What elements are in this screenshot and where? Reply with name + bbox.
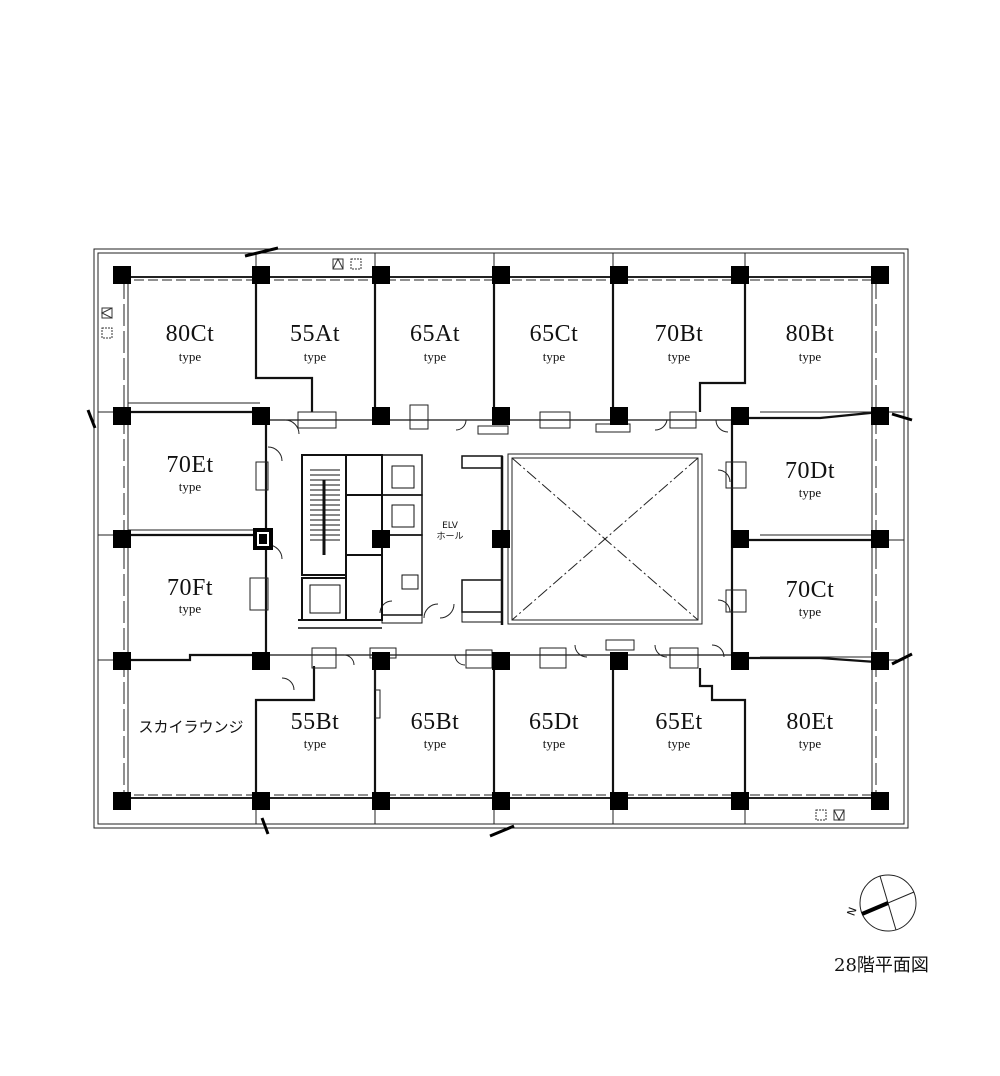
elv-hall-label-line1: ELV [442,521,458,531]
unit-label-80bt: 80Bt [785,321,835,347]
unit-label-55at: 55At [290,321,340,347]
balcony-partitions [86,246,913,838]
unit-label-70bt: 70Bt [654,321,704,347]
unit-type-80bt: type [798,349,822,364]
unit-type-70ft: type [178,601,202,616]
balcony-outline [93,248,909,829]
unit-type-55bt: type [303,736,327,751]
core-block [298,454,504,629]
unit-label-70ct: 70Ct [785,577,835,603]
unit-type-65bt: type [423,736,447,751]
unit-label-55bt: 55Bt [290,709,340,735]
unit-label-80et: 80Et [786,709,834,735]
unit-type-65at: type [423,349,447,364]
unit-label-65ct: 65Ct [529,321,579,347]
unit-type-65dt: type [542,736,566,751]
unit-label-70dt: 70Dt [785,458,835,484]
compass-rose [859,874,917,932]
unit-label-65bt: 65Bt [410,709,460,735]
unit-type-80et: type [798,736,822,751]
unit-label-80ct: 80Ct [165,321,215,347]
escape-hatch-markers [100,257,845,822]
structural-columns [113,266,889,810]
unit-type-70bt: type [667,349,691,364]
unit-type-70ct: type [798,604,822,619]
unit-label-65at: 65At [410,321,460,347]
sky-lounge-label: スカイラウンジ [138,718,244,736]
unit-type-80ct: type [178,349,202,364]
unit-label-70et: 70Et [166,452,214,478]
unit-type-65et: type [667,736,691,751]
unit-type-55at: type [303,349,327,364]
unit-label-70ft: 70Ft [166,575,213,601]
elv-hall-label-line2: ホール [436,532,464,542]
void-atrium [507,453,703,625]
unit-label-65et: 65Et [655,709,703,735]
unit-label-65dt: 65Dt [529,709,579,735]
unit-type-70dt: type [798,485,822,500]
unit-type-70et: type [178,479,202,494]
unit-type-65ct: type [542,349,566,364]
floor-plan-caption: 28階平面図 [834,955,929,976]
